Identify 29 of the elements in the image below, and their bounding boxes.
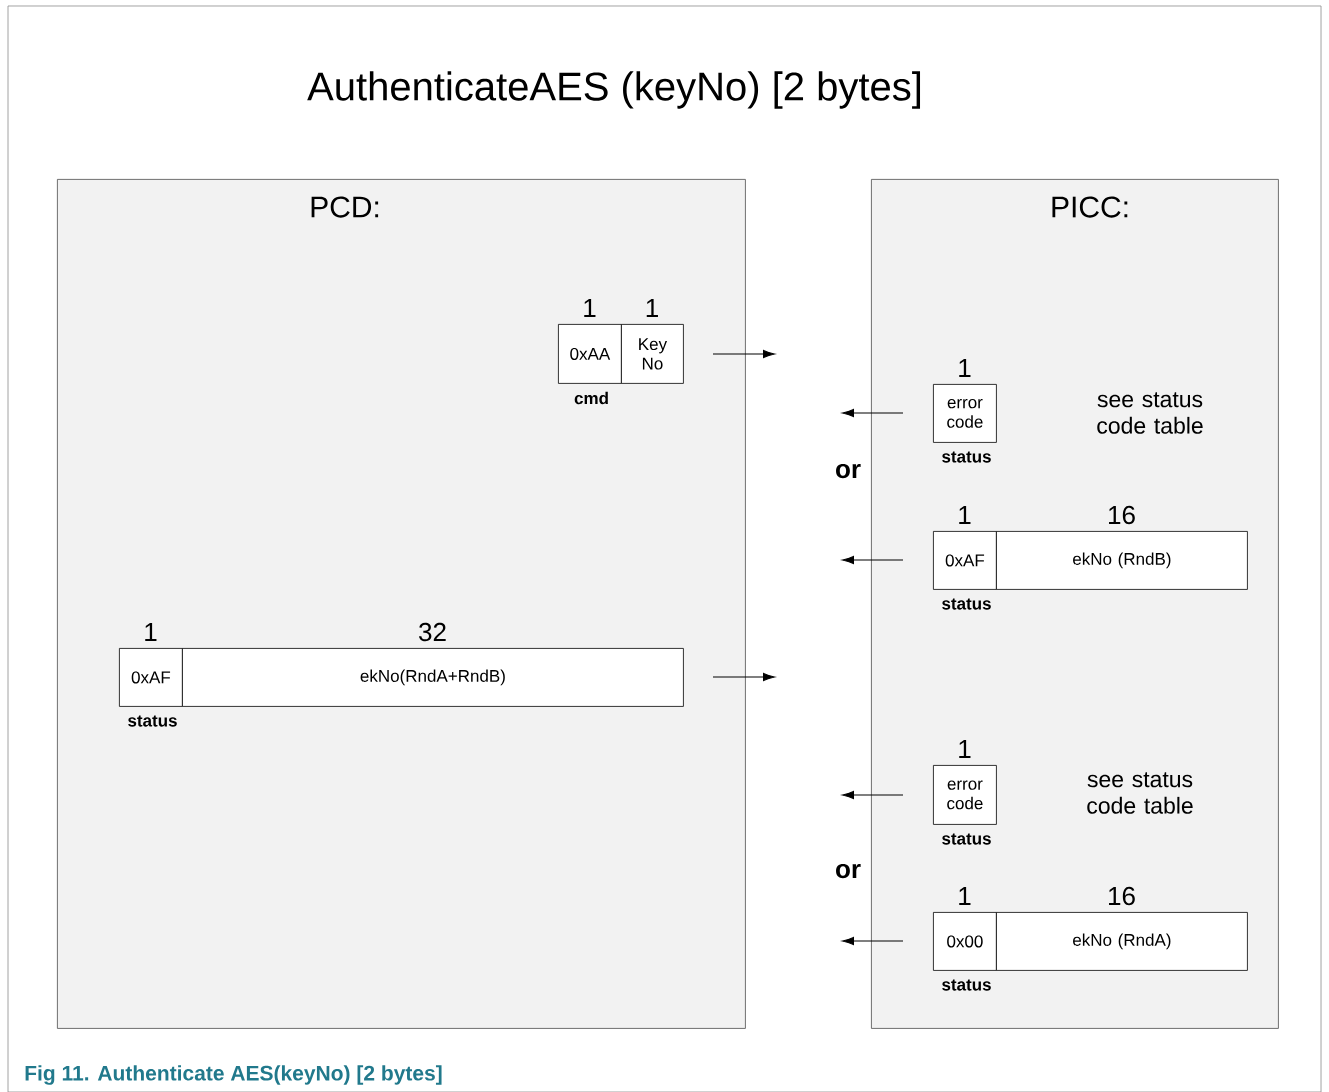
byte-count: 1 bbox=[959, 740, 971, 758]
field-name: status bbox=[942, 979, 991, 991]
byte-count: 1 bbox=[584, 299, 596, 317]
field-cell: error code bbox=[933, 765, 997, 825]
note-text: see status code table bbox=[1097, 392, 1203, 434]
or-text: or bbox=[836, 463, 861, 479]
or-text: or bbox=[836, 863, 861, 879]
byte-count: 16 bbox=[1109, 505, 1135, 525]
field-cell: 0xAA bbox=[558, 324, 622, 384]
field-name: status bbox=[942, 598, 991, 610]
byte-count: 1 bbox=[646, 299, 658, 317]
title: AuthenticateAES (keyNo) [2 bytes] bbox=[307, 71, 920, 109]
field-cell: Key No bbox=[621, 324, 684, 384]
field-name: status bbox=[128, 715, 177, 727]
byte-count: 1 bbox=[959, 359, 971, 377]
field-name: status bbox=[942, 451, 991, 463]
field-name: cmd bbox=[574, 391, 608, 405]
byte-count: 16 bbox=[1109, 886, 1135, 906]
byte-count: 1 bbox=[959, 887, 971, 905]
note-text: see status code table bbox=[1087, 772, 1193, 814]
field-cell: 0xAF bbox=[119, 648, 183, 707]
byte-count: 32 bbox=[419, 622, 446, 642]
field-name: status bbox=[942, 833, 991, 845]
caption: Fig 11. Authenticate AES(keyNo) [2 bytes] bbox=[25, 1065, 442, 1085]
field-cell: 0xAF bbox=[933, 531, 997, 590]
field-cell: 0x00 bbox=[933, 912, 997, 971]
field-cell: error code bbox=[933, 384, 997, 443]
byte-count: 1 bbox=[959, 506, 971, 524]
byte-count: 1 bbox=[145, 623, 157, 641]
